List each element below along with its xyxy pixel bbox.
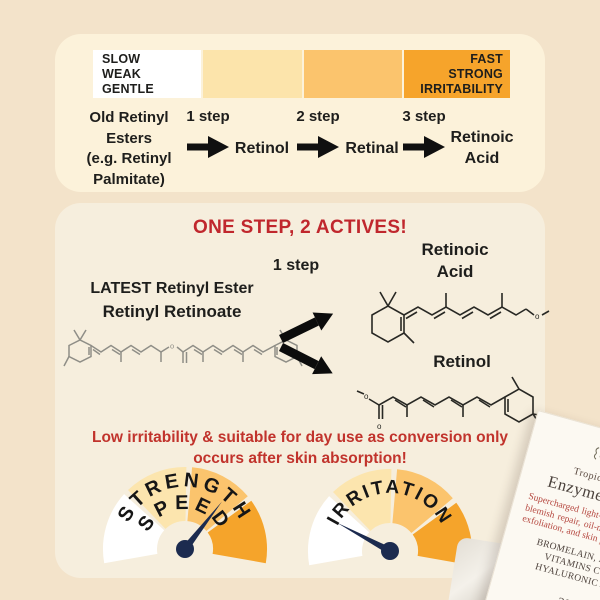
one-step-label: 1 step bbox=[272, 257, 320, 274]
scale-label: GENTLE bbox=[102, 81, 154, 96]
note-line-1: Low irritability & suitable for day use … bbox=[91, 429, 509, 446]
irritation-gauge: IRRITATION bbox=[307, 468, 473, 566]
step-3-label: 3 step bbox=[402, 108, 446, 125]
retinyl-retinoate-caption: Retinyl Retinoate bbox=[102, 302, 242, 321]
brand-emblem-icon bbox=[593, 447, 600, 469]
panel-title: ONE STEP, 2 ACTIVES! bbox=[193, 217, 407, 238]
active-retinoic-acid-label: Retinoic Acid bbox=[421, 240, 489, 281]
svg-text:o: o bbox=[364, 392, 369, 401]
scale-segment-2 bbox=[202, 50, 302, 98]
scale-segment-3 bbox=[303, 50, 403, 98]
chain-product-retinal: Retinal bbox=[345, 140, 399, 157]
svg-text:o: o bbox=[170, 342, 174, 351]
right-arrow-icon bbox=[187, 136, 229, 158]
chain-source-line: Palmitate) bbox=[93, 170, 165, 188]
scale-label: WEAK bbox=[102, 66, 141, 81]
strength-speed-gauge: STRENGTH SPEED bbox=[102, 466, 268, 564]
retinoic-acid-structure: o bbox=[371, 291, 550, 344]
chain-source-line: (e.g. Retinyl bbox=[86, 150, 172, 167]
conversion-panel: SLOW WEAK GENTLE FAST STRONG IRRITABILIT… bbox=[55, 34, 545, 192]
right-arrow-icon bbox=[297, 136, 339, 158]
chain-product-retinol: Retinol bbox=[234, 140, 290, 157]
right-arrow-icon bbox=[403, 136, 445, 158]
scale-segment-4: FAST STRONG IRRITABILITY bbox=[404, 50, 510, 98]
retinyl-retinoate-structure: o bbox=[63, 329, 303, 367]
gauge-needle bbox=[176, 501, 222, 558]
retinol-structure: o o bbox=[356, 376, 546, 431]
scale-label: IRRITABILITY bbox=[420, 81, 503, 96]
svg-text:o: o bbox=[377, 422, 382, 431]
svg-text:o: o bbox=[535, 312, 540, 321]
step-1-label: 1 step bbox=[186, 108, 230, 125]
scale-segment-1: SLOW WEAK GENTLE bbox=[93, 50, 201, 98]
note-line-2: occurs after skin absorption! bbox=[193, 450, 407, 467]
one-step-panel: ONE STEP, 2 ACTIVES! 1 step Retinoic Aci… bbox=[55, 203, 550, 578]
scale-label: STRONG bbox=[448, 66, 503, 81]
latest-ester-caption: LATEST Retinyl Ester bbox=[90, 280, 254, 297]
chain-source-line: Old Retinyl bbox=[89, 109, 169, 126]
chain-source-line: Esters bbox=[106, 129, 152, 147]
scale-label: SLOW bbox=[102, 51, 141, 66]
chain-source-label: Old Retinyl Esters (e.g. Retinyl Palmita… bbox=[73, 108, 185, 190]
intensity-scale-bar: SLOW WEAK GENTLE FAST STRONG IRRITABILIT… bbox=[93, 50, 510, 98]
scale-label: FAST bbox=[470, 51, 503, 66]
split-arrows-icon bbox=[278, 312, 334, 375]
chain-product-retinoic-acid: Retinoic Acid bbox=[450, 129, 514, 167]
step-2-label: 2 step bbox=[296, 108, 340, 125]
gauge-needle bbox=[337, 522, 399, 560]
active-retinol-label: Retinol bbox=[433, 352, 491, 371]
product-box-photo: Tropical Magic Enzyme Rescue Supercharge… bbox=[467, 410, 600, 600]
